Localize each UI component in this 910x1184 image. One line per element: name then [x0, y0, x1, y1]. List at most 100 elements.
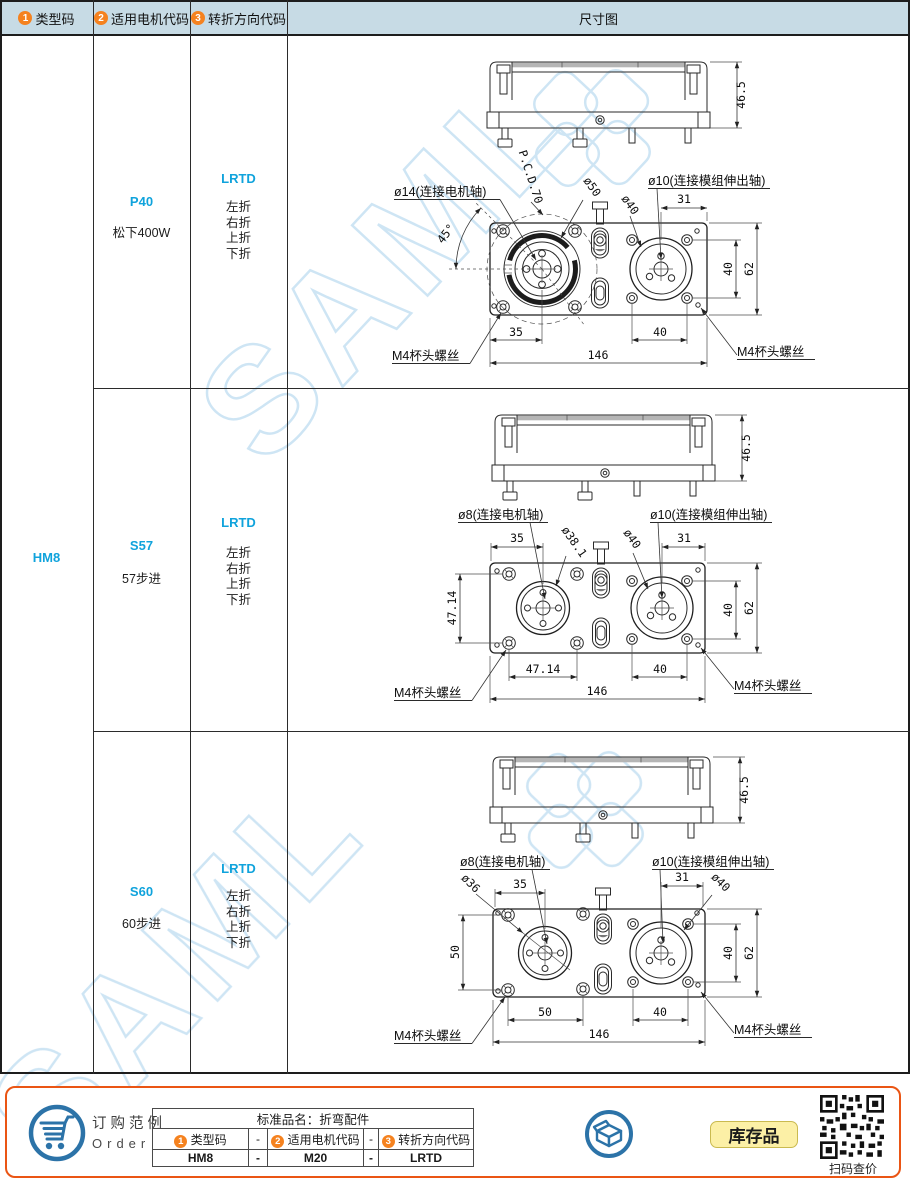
dim-40b: 40	[653, 325, 667, 339]
badge-1: 1	[18, 11, 33, 25]
header-label: 类型码	[35, 11, 75, 27]
badge-2: 2	[271, 1134, 285, 1148]
dash-cell: -	[248, 1128, 268, 1150]
cart-icon	[28, 1104, 86, 1162]
order-example-table: 标准品名：折弯配件 1 类型码 - 2 适用电机代码 - 3 转折方向代码 HM…	[152, 1108, 474, 1167]
label-out-shaft: ø10(连接模组伸出轴)	[652, 854, 769, 869]
table-header-background	[0, 0, 910, 36]
dim-31: 31	[677, 531, 691, 545]
order-col-direction: 3 转折方向代码	[378, 1128, 474, 1150]
dim-62: 62	[742, 262, 756, 276]
dim-47v: 47.14	[445, 591, 459, 626]
dim-side-height: 46.5	[739, 434, 753, 462]
dim-side-height: 46.5	[737, 776, 751, 804]
dim-146: 146	[589, 1027, 610, 1041]
order-value-type: HM8	[152, 1149, 249, 1167]
direction-item: 右折	[225, 904, 251, 919]
drawing-row2: 46.5 ø8(连接电机轴) ø38.1 ø40 ø10(连接模组伸出轴) 35…	[394, 414, 812, 703]
direction-item: 上折	[225, 231, 251, 245]
direction-list: 左折 右折 上折 下折	[190, 889, 287, 951]
dim-50b: 50	[538, 1005, 552, 1019]
direction-list: 左折 右折 上折 下折	[190, 200, 287, 262]
label-m4-right: M4杯头螺丝	[734, 679, 801, 693]
label-m4-left: M4杯头螺丝	[394, 1029, 461, 1043]
qr-code[interactable]	[820, 1095, 884, 1159]
order-col-label: 类型码	[190, 1132, 227, 1147]
order-value-motor: M20	[267, 1149, 364, 1167]
direction-item: 左折	[225, 200, 251, 214]
label-right-ring: ø40	[709, 870, 734, 895]
drawing-row1: 46.5 45° ø14(连接电机轴) P.C.D.70 ø50 ø40 ø10…	[392, 61, 815, 367]
column-divider	[287, 0, 288, 1074]
direction-item: 下折	[225, 935, 251, 950]
order-col-label: 适用电机代码	[287, 1132, 360, 1147]
dim-50v: 50	[448, 945, 462, 959]
direction-list: 左折 右折 上折 下折	[190, 546, 287, 608]
header-col-direction-code: 3 转折方向代码	[190, 0, 287, 36]
motor-desc-cell: 57步进	[122, 572, 161, 586]
motor-code-cell: P40	[129, 194, 154, 209]
motor-code-cell: S57	[129, 538, 154, 553]
badge-2: 2	[93, 11, 108, 25]
badge-3: 3	[381, 1134, 395, 1148]
label-ring: ø50	[581, 174, 604, 199]
label-out-shaft: ø10(连接模组伸出轴)	[650, 507, 767, 522]
motor-desc-cell: 松下400W	[112, 226, 171, 240]
dim-62: 62	[742, 946, 756, 960]
header-col-dimension-diagram: 尺寸图	[287, 0, 910, 36]
order-value-direction: LRTD	[378, 1149, 474, 1167]
order-col-motor: 2 适用电机代码	[267, 1128, 364, 1150]
dim-40v: 40	[721, 262, 735, 276]
label-right-ring: ø40	[621, 526, 644, 551]
dim-31: 31	[675, 870, 689, 884]
row-divider	[93, 731, 910, 732]
header-label: 尺寸图	[578, 11, 618, 27]
label-out-shaft: ø10(连接模组伸出轴)	[648, 173, 765, 188]
dim-40v: 40	[721, 946, 735, 960]
dim-40b: 40	[653, 662, 667, 676]
header-label: 转折方向代码	[207, 11, 286, 27]
column-divider	[93, 0, 94, 1074]
label-m4-right: M4杯头螺丝	[734, 1023, 801, 1037]
label-shaft: ø14(连接电机轴)	[394, 184, 486, 199]
direction-item: 下折	[225, 246, 251, 261]
watermark-logo-icon	[526, 751, 644, 869]
label-shaft: ø8(连接电机轴)	[460, 854, 545, 869]
direction-item: 右折	[225, 561, 251, 576]
dim-35: 35	[513, 877, 527, 891]
type-code-cell: HM8	[32, 550, 61, 565]
label-ring: ø38.1	[559, 524, 590, 560]
order-col-label: 转折方向代码	[398, 1132, 471, 1147]
motor-code-cell: S60	[129, 884, 154, 899]
direction-code-cell: LRTD	[221, 171, 256, 186]
direction-item: 上折	[225, 920, 251, 934]
dim-40v: 40	[721, 603, 735, 617]
order-col-type: 1 类型码	[152, 1128, 249, 1150]
direction-item: 右折	[225, 215, 251, 230]
label-m4-left: M4杯头螺丝	[394, 686, 461, 700]
dash-cell: -	[248, 1149, 268, 1167]
row-divider	[93, 388, 910, 389]
direction-item: 下折	[225, 592, 251, 607]
label-ring: ø36	[459, 871, 484, 896]
order-table-title: 标准品名：折弯配件	[152, 1108, 474, 1129]
dim-40b: 40	[653, 1005, 667, 1019]
stock-badge: 库存品	[710, 1121, 798, 1148]
dim-47b: 47.14	[526, 662, 561, 676]
label-m4-left: M4杯头螺丝	[392, 349, 459, 363]
direction-item: 上折	[225, 577, 251, 591]
direction-item: 左折	[225, 889, 251, 903]
delivery-icon	[585, 1110, 633, 1158]
badge-3: 3	[190, 11, 205, 25]
dim-35: 35	[509, 325, 523, 339]
qr-label: 扫码查价	[828, 1162, 877, 1176]
header-col-motor-code: 2 适用电机代码	[93, 0, 190, 36]
dim-side-height: 46.5	[734, 81, 748, 109]
direction-item: 左折	[225, 546, 251, 560]
label-m4-right: M4杯头螺丝	[737, 345, 804, 359]
order-title-cn: 订购范例	[92, 1116, 166, 1132]
drawing-row3: 46.5 ø8(连接电机轴) ø36 ø40 ø10(连接模组伸出轴) 35 3…	[394, 756, 812, 1046]
badge-1: 1	[174, 1134, 188, 1148]
order-title-en: Order	[92, 1136, 151, 1151]
